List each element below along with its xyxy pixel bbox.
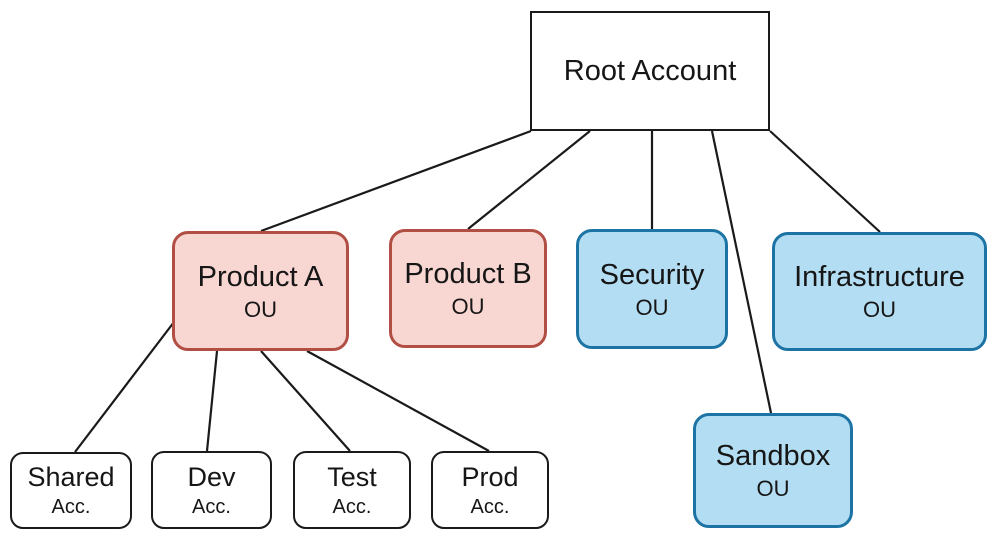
node-label: Shared <box>27 462 115 492</box>
node-prod-account[interactable]: Prod Acc. <box>431 451 549 529</box>
node-label: Root Account <box>563 54 737 87</box>
edge-product-a-dev <box>205 350 219 452</box>
node-label: Sandbox <box>715 440 831 472</box>
node-test-account[interactable]: Test Acc. <box>293 451 411 529</box>
node-label: Security <box>599 258 705 291</box>
node-sublabel: Acc. <box>332 495 372 518</box>
node-sublabel: Acc. <box>470 495 510 518</box>
node-label: Product A <box>197 260 324 293</box>
edge-root-product-a <box>260 129 532 233</box>
edge-root-sandbox <box>710 130 773 414</box>
node-sublabel: OU <box>756 476 790 501</box>
edge-product-a-shared <box>74 321 175 453</box>
node-label: Prod <box>461 461 519 492</box>
edge-product-a-prod <box>306 350 490 452</box>
node-product-b-ou[interactable]: Product B OU <box>389 229 547 348</box>
node-label: Dev <box>187 461 236 492</box>
node-sandbox-ou[interactable]: Sandbox OU <box>693 413 853 528</box>
node-dev-account[interactable]: Dev Acc. <box>151 451 272 529</box>
node-sublabel: Acc. <box>192 495 231 518</box>
edge-product-a-test <box>260 350 351 452</box>
node-root-account[interactable]: Root Account <box>530 11 770 131</box>
node-product-a-ou[interactable]: Product A OU <box>172 231 349 351</box>
node-sublabel: OU <box>635 294 669 320</box>
edge-root-product-b <box>467 130 591 230</box>
edge-root-infrastructure <box>769 130 881 233</box>
node-sublabel: Acc. <box>51 496 91 518</box>
node-shared-account[interactable]: Shared Acc. <box>10 452 132 529</box>
node-security-ou[interactable]: Security OU <box>576 229 728 349</box>
node-label: Test <box>327 461 377 492</box>
node-label: Product B <box>404 258 532 290</box>
node-label: Infrastructure <box>794 261 965 293</box>
node-sublabel: OU <box>244 296 277 322</box>
node-sublabel: OU <box>451 294 485 319</box>
node-sublabel: OU <box>863 297 896 322</box>
node-infrastructure-ou[interactable]: Infrastructure OU <box>772 232 987 351</box>
